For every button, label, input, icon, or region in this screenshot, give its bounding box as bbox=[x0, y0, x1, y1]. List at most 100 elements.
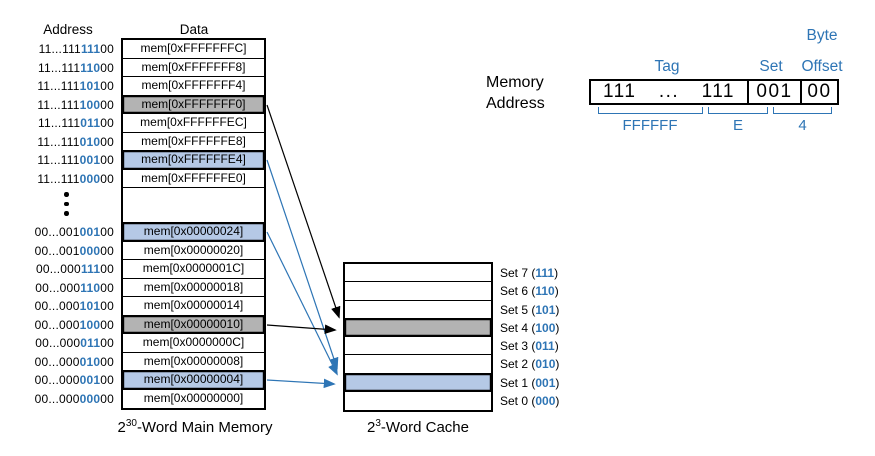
set-index-bits: 000 bbox=[535, 393, 556, 408]
memory-row-address: 11...11101100 bbox=[37, 116, 114, 130]
memory-row-address: 00...00001100 bbox=[35, 336, 114, 350]
arrow-mem-00000010-to-set4 bbox=[266, 324, 337, 335]
set-bits: 111 bbox=[80, 262, 101, 276]
set-index-bits: 111 bbox=[535, 266, 555, 280]
tag-field-label: Tag bbox=[654, 58, 680, 75]
data-column-header: Data bbox=[179, 22, 209, 37]
hex-brace-tag bbox=[598, 107, 703, 114]
memory-data-cell-highlight-blue: mem[0x00000024] bbox=[123, 223, 264, 242]
cache-box bbox=[343, 262, 493, 412]
set-bits: 101 bbox=[79, 299, 101, 313]
memory-row-address: 11...11110000 bbox=[37, 97, 114, 112]
set-index-bits: 110 bbox=[535, 284, 555, 299]
memory-row-address: 11...11111000 bbox=[37, 60, 114, 75]
set-index-bits: 011 bbox=[535, 339, 555, 353]
hex-value-mid: E bbox=[732, 117, 743, 134]
set-bits: 001 bbox=[79, 373, 101, 387]
memory-row-address: 00...00010100 bbox=[34, 299, 114, 313]
memory-data-cell: mem[0x00000020] bbox=[123, 241, 264, 260]
memory-data-cell-highlight-gray: mem[0xFFFFFFF0] bbox=[123, 95, 264, 114]
memory-row-address: 00...00011000 bbox=[35, 280, 114, 295]
set-field: 001 bbox=[747, 81, 800, 103]
address-column-header: Address bbox=[43, 22, 93, 37]
memory-row-address: 11...11101000 bbox=[37, 134, 114, 149]
set-bits: 010 bbox=[79, 354, 101, 369]
memory-data-cell: mem[0x0000000C] bbox=[123, 334, 264, 353]
set-label: Set 5 (101) bbox=[500, 302, 560, 317]
cache-row-set2 bbox=[345, 355, 491, 374]
set-label: Set 3 (011) bbox=[500, 339, 559, 353]
offset-field-label: Offset bbox=[801, 58, 843, 75]
set-bits: 011 bbox=[80, 336, 101, 350]
memory-row-address: 11...11100000 bbox=[37, 171, 114, 186]
memory-data-cell: mem[0xFFFFFFF4] bbox=[123, 77, 264, 96]
memory-address-label: Memory Address bbox=[486, 74, 545, 112]
set-index-bits: 101 bbox=[535, 302, 556, 317]
data-ellipsis-row bbox=[123, 188, 264, 223]
memory-data-cell-highlight-gray: mem[0x00000010] bbox=[123, 315, 264, 334]
memory-data-cell: mem[0xFFFFFFE0] bbox=[123, 169, 264, 188]
set-bits: 000 bbox=[79, 171, 101, 186]
memory-data-cell-highlight-blue: mem[0x00000004] bbox=[123, 371, 264, 390]
set-label: Set 6 (110) bbox=[500, 284, 559, 299]
memory-data-cell: mem[0xFFFFFFF8] bbox=[123, 58, 264, 77]
set-bits: 001 bbox=[79, 153, 101, 167]
memory-row-address: 00...00000000 bbox=[34, 391, 114, 406]
set-bits: 001 bbox=[79, 225, 101, 239]
set-bits: 100 bbox=[79, 97, 101, 112]
cache-row-set4-highlight-gray bbox=[345, 318, 491, 337]
memory-row-address: 00...00100000 bbox=[34, 243, 114, 258]
set-label: Set 1 (001) bbox=[500, 375, 560, 390]
memory-data-cell: mem[0x00000014] bbox=[123, 297, 264, 316]
address-ellipsis bbox=[64, 192, 69, 216]
cache-row-set3 bbox=[345, 337, 491, 356]
set-label: Set 0 (000) bbox=[500, 393, 560, 408]
main-memory-box: mem[0xFFFFFFFC] mem[0xFFFFFFF8] mem[0xFF… bbox=[121, 38, 266, 410]
set-index-bits: 100 bbox=[535, 320, 556, 335]
memory-row-address: 00...00000100 bbox=[34, 373, 114, 387]
hex-value-tag: FFFFFF bbox=[622, 117, 678, 134]
memory-data-cell: mem[0xFFFFFFEC] bbox=[123, 114, 264, 133]
set-bits: 111 bbox=[80, 42, 101, 56]
set-bits: 000 bbox=[79, 391, 101, 406]
cache-row-set7 bbox=[345, 264, 491, 283]
arrow-mem-00000004-to-set1 bbox=[266, 378, 336, 389]
cache-row-set5 bbox=[345, 300, 491, 319]
cache-set-labels: Set 7 (111) Set 6 (110) Set 5 (101) Set … bbox=[500, 264, 590, 410]
memory-row-address: 11...11100100 bbox=[37, 153, 114, 167]
memory-data-cell: mem[0x00000018] bbox=[123, 278, 264, 297]
set-bits: 100 bbox=[79, 317, 101, 332]
set-index-bits: 010 bbox=[535, 357, 556, 372]
set-label: Set 4 (100) bbox=[500, 320, 560, 335]
byte-field-label: Byte bbox=[806, 27, 838, 44]
memory-data-cell: mem[0x0000001C] bbox=[123, 260, 264, 279]
memory-row-address: 00...00001000 bbox=[34, 354, 114, 369]
cache-row-set1-highlight-blue bbox=[345, 373, 491, 392]
byte-offset-field: 00 bbox=[800, 81, 837, 103]
set-bits: 011 bbox=[80, 116, 101, 130]
hex-value-low: 4 bbox=[798, 117, 807, 134]
set-bits: 010 bbox=[79, 134, 101, 149]
cache-caption: 23-Word Cache bbox=[367, 418, 469, 436]
main-memory-caption: 230-Word Main Memory bbox=[117, 418, 273, 436]
arrow-mem-ffffffe4-to-set1 bbox=[266, 159, 339, 370]
set-bits: 110 bbox=[80, 280, 101, 295]
set-index-bits: 001 bbox=[535, 375, 556, 390]
set-label: Set 7 (111) bbox=[500, 266, 559, 280]
memory-data-cell-highlight-blue: mem[0xFFFFFFE4] bbox=[123, 151, 264, 170]
hex-brace-low bbox=[773, 107, 832, 114]
set-bits: 110 bbox=[80, 60, 101, 75]
arrow-mem-fffffff0-to-set4 bbox=[266, 104, 341, 319]
arrow-mem-00000024-to-set1 bbox=[266, 231, 338, 376]
cache-row-set6 bbox=[345, 282, 491, 301]
memory-row-address: 11...11110100 bbox=[37, 79, 114, 93]
cache-row-set0 bbox=[345, 391, 491, 410]
memory-row-address: 11...11111100 bbox=[38, 42, 114, 56]
memory-data-cell: mem[0xFFFFFFFC] bbox=[123, 40, 264, 59]
memory-data-cell: mem[0x00000000] bbox=[123, 389, 264, 408]
set-label: Set 2 (010) bbox=[500, 357, 560, 372]
tag-field: 111 ... 111 bbox=[603, 81, 735, 102]
memory-address-field: 111 ... 111 001 00 bbox=[589, 79, 839, 105]
